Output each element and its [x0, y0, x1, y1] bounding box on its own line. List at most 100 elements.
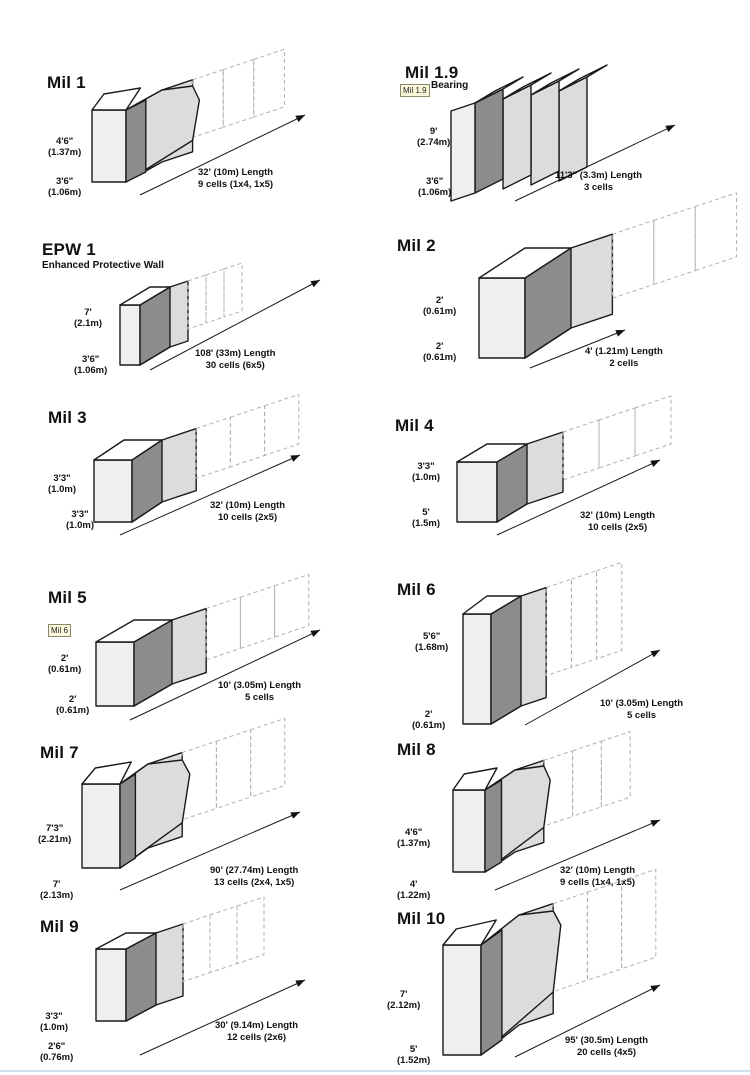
- mil2-dashed-cell-1: [611, 219, 655, 299]
- mil19-cell-side-3: [558, 76, 588, 182]
- mil10-height-metric: (2.12m): [387, 999, 421, 1011]
- mil19-cell-count: 3 cells: [583, 182, 614, 193]
- mil8-front-face: [452, 789, 486, 873]
- mil3-length-value: 32' (10m) Length: [210, 500, 286, 511]
- mil19-width-imperial: 3'6": [425, 176, 444, 187]
- mil6-length-value: 10' (3.05m) Length: [600, 698, 684, 709]
- mil3-height-dimension: 3'3"(1.0m): [48, 473, 76, 495]
- mil9-cell-count: 12 cells (2x6): [226, 1032, 287, 1043]
- mil4-module: [456, 443, 528, 523]
- mil7-height-dimension: 7'3"(2.21m): [38, 823, 71, 845]
- mil19-height-imperial: 9': [429, 126, 438, 137]
- mil4-drawing: [456, 395, 672, 536]
- mil1-dashed-cell-2: [222, 58, 255, 128]
- epw1-cell-count: 30 cells (6x5): [205, 360, 265, 371]
- mil7-cell-count: 13 cells (2x4, 1x5): [214, 877, 295, 888]
- mil6-cell-count: 5 cells: [626, 710, 657, 721]
- epw1-arrow-head: [310, 280, 320, 288]
- mil1-module: [91, 85, 201, 183]
- mil4-width-metric: (1.5m): [412, 517, 440, 529]
- mil8-height-metric: (1.37m): [397, 837, 431, 849]
- mil5-width-imperial: 2': [68, 694, 77, 705]
- mil19-length-value: 11'3" (3.3m) Length: [555, 170, 643, 181]
- mil7-module: [81, 759, 191, 869]
- mil3-height-metric: (1.0m): [48, 483, 76, 495]
- mil8-length-value: 32' (10m) Length: [560, 865, 636, 876]
- mil19-arrow-head: [665, 125, 675, 133]
- mil5-height-dimension: 2'(0.61m): [48, 653, 81, 675]
- mil5-front-face: [95, 641, 135, 707]
- mil19-drawing: [450, 64, 676, 202]
- mil2-module: [478, 247, 572, 359]
- mil6-height-imperial: 5'6": [422, 631, 441, 642]
- mil9-height-metric: (1.0m): [40, 1021, 68, 1033]
- mil4-length-line: [496, 459, 661, 536]
- mil4-dashed-cell-3: [634, 395, 672, 457]
- mil2-front-face: [478, 277, 526, 359]
- mil3-title: Mil 3: [48, 408, 87, 427]
- mil8-height-dimension: 4'6"(1.37m): [397, 827, 431, 849]
- mil2-width-imperial: 2': [435, 341, 444, 352]
- mil6-front-face: [462, 613, 492, 725]
- mil9-dashed-cell-1: [182, 914, 211, 983]
- mil9-drawing: [95, 896, 306, 1056]
- mil7-side-face: [119, 773, 137, 869]
- mil3-width-metric: (1.0m): [66, 519, 94, 531]
- mil19-height-metric: (2.74m): [417, 136, 451, 148]
- mil2-height-imperial: 2': [435, 295, 444, 306]
- mil1-width-dimension: 3'6"(1.06m): [48, 176, 81, 198]
- mil10-length-line: [514, 984, 661, 1058]
- mil8-width-dimension: 4'(1.22m): [397, 879, 431, 901]
- mil7-dashed-cell-3: [250, 717, 286, 798]
- mil10-module: [442, 910, 562, 1056]
- mil1-width-imperial: 3'6": [55, 176, 74, 187]
- mil7-dashed-cell-2: [215, 729, 252, 809]
- mil8-width-metric: (1.22m): [397, 889, 431, 901]
- mil6-dashed-cell-3: [596, 561, 623, 660]
- mil19-cell-top-1: [502, 72, 552, 100]
- mil2-length-line: [529, 329, 626, 369]
- mil4-cell-count: 10 cells (2x5): [587, 522, 648, 533]
- mil3-height-imperial: 3'3": [53, 473, 71, 484]
- mil5-cell-count: 5 cells: [244, 692, 275, 703]
- mil8-dashed-cell-3: [600, 731, 631, 808]
- mil5-dashed-cell-2: [239, 585, 276, 649]
- mil8-length-line: [494, 819, 661, 891]
- mil4-length-value: 32' (10m) Length: [580, 510, 656, 521]
- mil10-width-dimension: 5'(1.52m): [397, 1044, 430, 1066]
- mil3-drawing: [93, 393, 301, 536]
- mil1-top-face: [91, 87, 142, 111]
- mil5-length-value: 10' (3.05m) Length: [218, 680, 302, 691]
- mil1-height-imperial: 4'6": [55, 136, 74, 147]
- mil6-height-dimension: 5'6"(1.68m): [415, 631, 448, 653]
- mil5-top-face: [95, 619, 173, 643]
- epw1-front-face: [119, 304, 141, 366]
- mil3-front-face: [93, 459, 133, 523]
- epw1-height-imperial: 7': [84, 307, 92, 318]
- mil5-dashed-cell-3: [274, 573, 310, 638]
- mil6-width-dimension: 2'(0.61m): [412, 709, 445, 731]
- mil4-width-dimension: 5'(1.5m): [412, 507, 440, 529]
- mil7-width-imperial: 7': [52, 879, 61, 890]
- mil6-module: [462, 595, 522, 725]
- mil6-drawing: [462, 561, 661, 726]
- mil3-cell-count: 10 cells (2x5): [217, 512, 278, 523]
- mil5-module: [95, 619, 173, 707]
- mil19-cell-top-3: [558, 64, 608, 92]
- mil10-top-face: [442, 919, 497, 946]
- mil19-length-line: [514, 124, 676, 202]
- mil19-cell-top-0: [474, 76, 524, 104]
